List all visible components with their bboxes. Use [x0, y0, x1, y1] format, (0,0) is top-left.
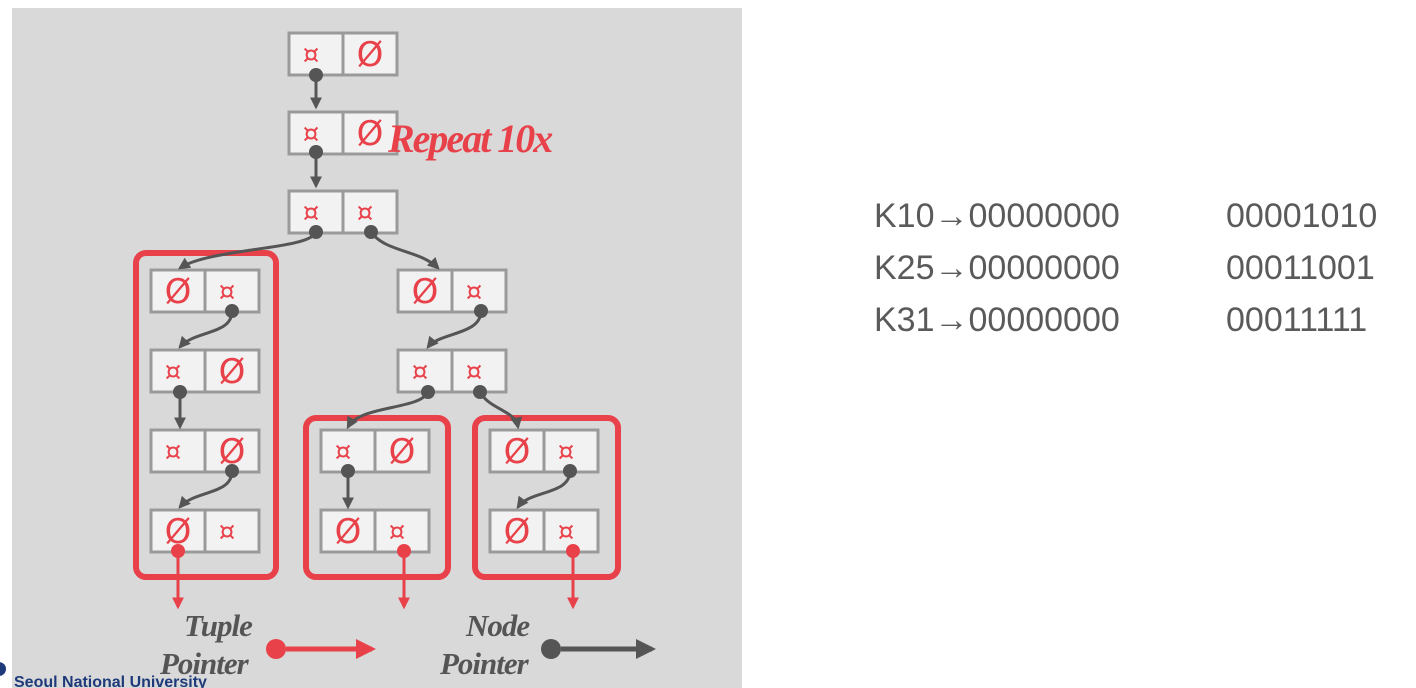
- null-symbol: Ø: [357, 114, 384, 154]
- key-bits: 00001010: [1226, 196, 1378, 235]
- node-dot-n12: [563, 464, 577, 478]
- legend-node-line2: Pointer: [439, 646, 530, 681]
- tree-node-n10: ¤Ø: [319, 428, 431, 474]
- pointer-symbol: ¤: [466, 277, 483, 307]
- node-cell-right: [203, 508, 261, 554]
- pointer-symbol: ¤: [219, 277, 236, 307]
- right-subtree-frame: [472, 415, 621, 580]
- tuple-pointer-edges: [172, 551, 579, 610]
- null-symbol: Ø: [165, 272, 192, 312]
- pointer-symbol: ¤: [558, 517, 575, 547]
- pointer-symbol: ¤: [219, 517, 236, 547]
- node-dot-n3-left: [309, 225, 323, 239]
- tree-node-n11: Ø¤: [319, 508, 431, 554]
- pointer-symbol: ¤: [558, 437, 575, 467]
- key-bits: 00011001: [1226, 248, 1375, 287]
- diagram-panel: [12, 8, 742, 688]
- pointer-symbol: ¤: [335, 437, 352, 467]
- tree-node-n3: ¤¤: [287, 189, 399, 235]
- pointer-symbol: ¤: [389, 517, 406, 547]
- key-row: K31→00000000 00011111: [874, 294, 1377, 346]
- pointer-symbol: ¤: [303, 119, 320, 149]
- legend-tuple-line1: Tuple: [184, 608, 253, 643]
- null-symbol: Ø: [335, 512, 362, 552]
- legend-tuple-dot: [266, 639, 286, 659]
- key-row: K25→00000000 00011001: [874, 242, 1377, 294]
- node-dot-n4: [225, 304, 239, 318]
- radix-tree-diagram: ¤Ø¤Ø¤¤Ø¤¤ØØ¤¤ØØ¤¤¤¤ØØ¤Ø¤Ø¤: [12, 8, 742, 688]
- null-symbol: Ø: [389, 432, 416, 472]
- node-cell-right: [341, 31, 399, 77]
- pointer-symbol: ¤: [357, 198, 374, 228]
- node-cell-left: [488, 428, 546, 474]
- pointer-symbol: ¤: [165, 437, 182, 467]
- null-symbol: Ø: [219, 352, 246, 392]
- node-cell-right: [450, 348, 508, 394]
- node-dot-n7: [225, 464, 239, 478]
- tree-node-n7: ¤Ø: [149, 428, 261, 474]
- node-dot-n6: [474, 304, 488, 318]
- tree-node-n2: ¤Ø: [287, 110, 399, 156]
- node-dot-n10: [341, 464, 355, 478]
- pointer-symbol: ¤: [303, 40, 320, 70]
- key-label: K31→00000000: [874, 300, 1120, 339]
- key-row: K10→00000000 00001010: [874, 190, 1377, 242]
- tuple-dot-n13: [566, 544, 580, 558]
- left-subtree-frame: [133, 250, 279, 580]
- tuple-dot-n11: [397, 544, 411, 558]
- tree-node-n12: Ø¤: [488, 428, 600, 474]
- node-cell-right: [203, 348, 261, 394]
- legend-node-line1: Node: [465, 608, 530, 643]
- tree-node-n5: ¤Ø: [149, 348, 261, 394]
- pointer-symbol: ¤: [165, 357, 182, 387]
- key-label: K10→00000000: [874, 196, 1120, 235]
- pointer-symbol: ¤: [466, 357, 483, 387]
- pointer-symbol: ¤: [303, 198, 320, 228]
- null-symbol: Ø: [357, 35, 384, 75]
- edge-n3-n6: [369, 231, 440, 270]
- null-symbol: Ø: [504, 512, 531, 552]
- legend: Tuple Pointer Node Pointer: [159, 608, 656, 681]
- tree-node-n6: Ø¤: [396, 268, 508, 314]
- key-bits: 00011111: [1226, 300, 1368, 339]
- frame-group: [133, 250, 621, 580]
- null-symbol: Ø: [412, 272, 439, 312]
- pointer-dots: [171, 68, 580, 558]
- node-cell-right: [341, 110, 399, 156]
- pointer-symbol: ¤: [412, 357, 429, 387]
- repeat-annotation: Repeat 10x: [387, 116, 553, 161]
- node-cell-left: [319, 508, 377, 554]
- null-symbol: Ø: [504, 432, 531, 472]
- legend-tuple-line2: Pointer: [159, 646, 250, 681]
- node-dot-n5: [173, 385, 187, 399]
- tree-node-n4: Ø¤: [149, 268, 261, 314]
- node-dot-n9-left: [421, 385, 435, 399]
- middle-subtree-frame: [303, 415, 451, 580]
- node-dot-n9-right: [473, 385, 487, 399]
- tree-node-n8: Ø¤: [149, 508, 261, 554]
- footer-university-name: Seoul National University: [14, 674, 207, 688]
- tuple-dot-n8: [171, 544, 185, 558]
- node-dot-n2: [309, 145, 323, 159]
- node-dot-n3-right: [364, 225, 378, 239]
- node-cell-right: [373, 428, 431, 474]
- key-label: K25→00000000: [874, 248, 1120, 287]
- university-logo-icon: [0, 662, 6, 676]
- legend-node-dot: [541, 639, 561, 659]
- node-dot-n1: [309, 68, 323, 82]
- tree-node-n9: ¤¤: [396, 348, 508, 394]
- node-cell-left: [149, 428, 207, 474]
- edge-n3-n4: [178, 231, 318, 270]
- tree-node-n13: Ø¤: [488, 508, 600, 554]
- tree-node-n1: ¤Ø: [287, 31, 399, 77]
